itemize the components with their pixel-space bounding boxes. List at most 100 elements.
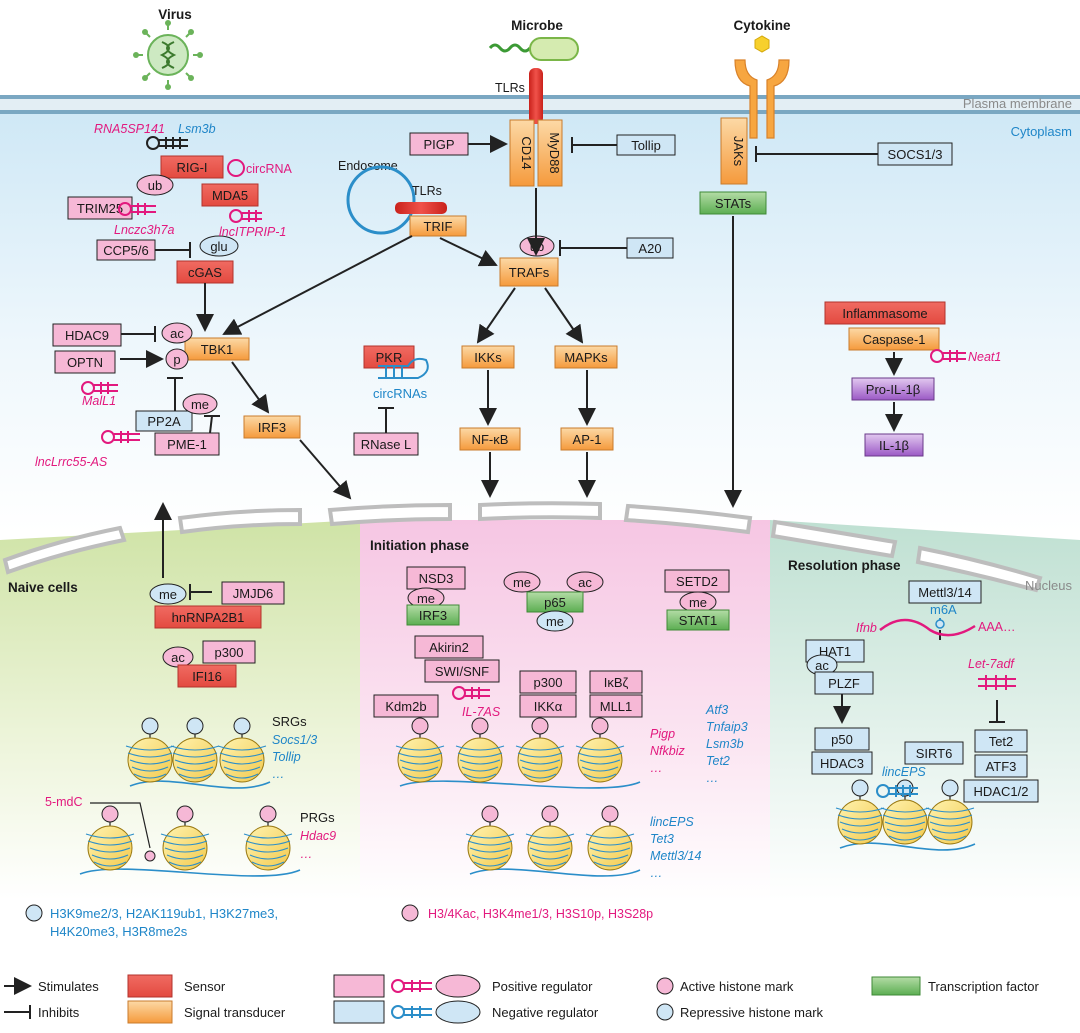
- nucleosome: [465, 805, 515, 871]
- histone-mark: [141, 717, 159, 735]
- linceps-res-label: lincEPS: [882, 765, 926, 779]
- svg-text:p300: p300: [215, 645, 244, 660]
- svg-text:PKR: PKR: [376, 350, 403, 365]
- svg-text:TRIM25: TRIM25: [77, 201, 123, 216]
- inhibition-lines: [121, 137, 1005, 723]
- svg-text:Tnfaip3: Tnfaip3: [706, 720, 748, 734]
- svg-text:CD14: CD14: [519, 136, 534, 169]
- p300-init-box: [519, 670, 577, 694]
- nucleosome-cluster: [125, 717, 271, 789]
- resolution-label: Resolution phase: [788, 558, 901, 573]
- svg-text:MLL1: MLL1: [600, 699, 633, 714]
- p300-naive-box: [202, 640, 256, 664]
- nsd3-box: [406, 566, 466, 590]
- pp2a-box: [135, 410, 193, 432]
- svg-text:Positive regulator: Positive regulator: [492, 979, 593, 994]
- svg-text:MAPKs: MAPKs: [564, 350, 608, 365]
- svg-text:PME-1: PME-1: [167, 437, 207, 452]
- tlrs-label: TLRs: [495, 81, 525, 95]
- svg-text:MDA5: MDA5: [212, 188, 248, 203]
- svg-text:TLRs: TLRs: [412, 184, 442, 198]
- lnclrrc55-label: lncLrrc55-AS: [35, 455, 108, 469]
- svg-text:Signal transducer: Signal transducer: [184, 1005, 286, 1020]
- repressive-marks-line2: H4K20me3, H3R8me2s: [50, 924, 188, 939]
- svg-text:IRF3: IRF3: [419, 608, 447, 623]
- svg-text:SIRT6: SIRT6: [916, 746, 953, 761]
- svg-text:RNase L: RNase L: [361, 437, 412, 452]
- svg-text:p65: p65: [544, 595, 566, 610]
- endosome-label: Endosome: [338, 159, 398, 173]
- svg-text:Transcription factor: Transcription factor: [928, 979, 1039, 994]
- svg-text:IRF3: IRF3: [258, 420, 286, 435]
- nucleosome: [170, 717, 220, 783]
- lnczc3h7a-label: Lnczc3h7a: [114, 223, 175, 237]
- svg-text:…: …: [650, 761, 663, 775]
- svg-text:Tollip: Tollip: [631, 138, 661, 153]
- nucleosome-cluster: [79, 805, 301, 877]
- nucleosome: [925, 779, 975, 845]
- svg-text:hnRNPA2B1: hnRNPA2B1: [172, 610, 245, 625]
- caspase1-box: [848, 327, 940, 351]
- trafs-box: [499, 257, 559, 287]
- svg-text:ac: ac: [170, 326, 184, 341]
- virus-label: Virus: [158, 7, 192, 22]
- nucleosome-cluster: [395, 717, 641, 789]
- active-marks-list: H3/4Kac, H3K4me1/3, H3S10p, H3S28p: [428, 907, 653, 921]
- virus-icon: [133, 20, 203, 90]
- histone-mark: [233, 717, 251, 735]
- lncitprip1-label: lncITPRIP-1: [219, 225, 286, 239]
- svg-text:AP-1: AP-1: [573, 432, 602, 447]
- cytokine-label: Cytokine: [733, 18, 791, 33]
- signaling-arrows: [120, 135, 941, 724]
- endosome-tlr: [395, 202, 447, 214]
- il7as-glyph: [452, 686, 490, 700]
- atf3-box: [974, 754, 1028, 778]
- trim25-box: [67, 196, 133, 220]
- ap1-box: [560, 427, 614, 451]
- nuclear-envelope: [2, 501, 1043, 593]
- histone-mark: [411, 717, 429, 735]
- akirin2-box: [414, 635, 484, 659]
- svg-text:Inflammasome: Inflammasome: [842, 306, 927, 321]
- ikka-box: [519, 694, 577, 718]
- svg-text:Nfkbiz: Nfkbiz: [650, 744, 685, 758]
- rig-i-box: [160, 155, 224, 179]
- histone-mark: [481, 805, 499, 823]
- svg-text:TRAFs: TRAFs: [509, 265, 550, 280]
- jaks-box: [720, 117, 748, 185]
- nucleosome-group: [79, 717, 976, 877]
- svg-text:OPTN: OPTN: [67, 355, 103, 370]
- svg-text:IFI16: IFI16: [192, 669, 222, 684]
- dna-strand: [839, 842, 976, 851]
- prgs-title: PRGs: [300, 810, 335, 825]
- histone-mark: [601, 805, 619, 823]
- svg-text:PLZF: PLZF: [828, 676, 860, 691]
- circrnas-label: circRNAs: [373, 386, 428, 401]
- svg-text:SETD2: SETD2: [676, 574, 718, 589]
- svg-text:HDAC1/2: HDAC1/2: [974, 784, 1029, 799]
- jmjd6-box: [221, 581, 285, 605]
- cd14-box: [509, 119, 535, 187]
- ncrna-glyphs: [81, 136, 966, 444]
- nucleosome: [217, 717, 267, 783]
- cyto-marks: [136, 174, 555, 415]
- svg-text:Socs1/3: Socs1/3: [272, 733, 317, 747]
- svg-text:CCP5/6: CCP5/6: [103, 243, 149, 258]
- p50-box: [814, 727, 870, 751]
- svg-text:SWI/SNF: SWI/SNF: [435, 664, 489, 679]
- svg-text:Akirin2: Akirin2: [429, 640, 469, 655]
- ikks-box: [461, 345, 515, 369]
- svg-text:HDAC3: HDAC3: [820, 756, 864, 771]
- neat1-label: Neat1: [968, 350, 1001, 364]
- microbe-icon: [488, 37, 579, 61]
- svg-text:Mettl3/14: Mettl3/14: [918, 585, 971, 600]
- ifnb-mrna: [879, 618, 976, 637]
- svg-text:STATs: STATs: [715, 196, 752, 211]
- svg-text:Kdm2b: Kdm2b: [385, 699, 426, 714]
- histone-mark: [101, 805, 119, 823]
- nucleosome: [243, 805, 293, 871]
- il7as-label: IL-7AS: [462, 705, 501, 719]
- histone-mark: [531, 717, 549, 735]
- svg-text:TBK1: TBK1: [201, 342, 234, 357]
- cytoplasm-label: Cytoplasm: [1011, 124, 1072, 139]
